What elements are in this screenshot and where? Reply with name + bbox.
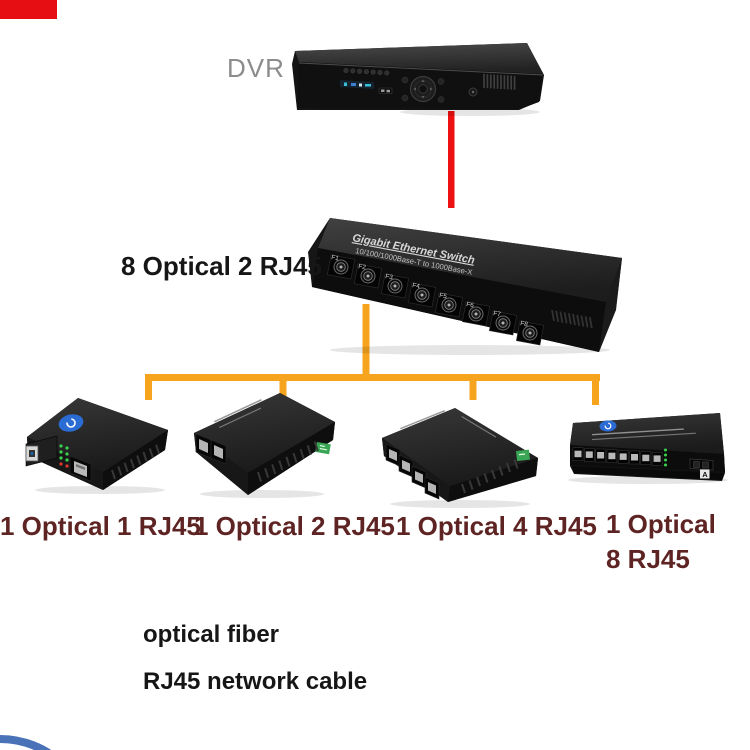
dvr-buttons — [343, 68, 390, 76]
fiber-bar — [145, 374, 600, 381]
optical-port — [25, 435, 58, 467]
rj45-port — [411, 465, 427, 489]
rj45-swatch — [0, 0, 57, 19]
optical-port — [689, 458, 714, 471]
converter-3-label: 1 Optical 4 RJ45 — [396, 511, 597, 541]
converter-1-label: 1 Optical 1 RJ45 — [0, 511, 201, 541]
rj45-port — [398, 454, 414, 478]
dvr-vents — [483, 74, 516, 90]
dvr-display — [340, 80, 374, 89]
dvr-usb-port — [378, 87, 393, 94]
optical-port: F1 — [327, 254, 355, 280]
optical-port: F2 — [354, 263, 382, 289]
converter-vents — [257, 441, 319, 482]
optical-port: F8 — [516, 320, 544, 346]
svg-text:A: A — [702, 470, 708, 479]
main-switch-label: 8 Optical 2 RJ45 — [121, 251, 322, 281]
rj45-port — [69, 455, 92, 482]
fiber-stub — [362, 304, 370, 378]
optical-port: F7 — [489, 310, 517, 336]
main-switch-device: Gigabit Ethernet Switch 10/100/1000Base-… — [308, 218, 622, 355]
converter-vents — [111, 444, 161, 480]
brand-logo-icon — [58, 414, 84, 432]
fiber-legend-label: optical fiber — [143, 621, 280, 648]
svg-text:F7: F7 — [493, 310, 502, 318]
status-leds — [664, 448, 667, 467]
spec-sticker — [315, 442, 331, 455]
fiber-tree — [145, 304, 600, 405]
dvr-jog-dial — [401, 75, 445, 103]
rj45-port — [210, 439, 227, 465]
svg-text:F5: F5 — [439, 292, 448, 300]
top-print-text — [400, 410, 497, 438]
converter-2-device — [194, 393, 335, 498]
converter-4-label-line1: 1 Optical — [606, 509, 716, 539]
switch-optical-ports: F1 F2 F3 — [327, 254, 544, 346]
optical-port: F4 — [408, 282, 436, 308]
svg-text:F8: F8 — [520, 320, 529, 328]
converter-4-device: A — [568, 413, 728, 484]
svg-text:F1: F1 — [331, 254, 340, 262]
rj45-legend-label: RJ45 network cable — [143, 668, 368, 695]
dvr-label: DVR — [227, 53, 285, 83]
top-print-text — [592, 428, 696, 441]
optical-port: F3 — [381, 273, 409, 299]
switch-vents — [551, 309, 593, 329]
svg-text:F4: F4 — [412, 282, 421, 290]
rj45-cable-line — [448, 111, 455, 208]
fiber-drop-3 — [469, 374, 477, 400]
converter-4-label-line2: 8 RJ45 — [606, 544, 690, 574]
brand-logo-icon — [599, 420, 617, 432]
optical-port: F5 — [435, 292, 463, 318]
rj45-port-row — [572, 447, 663, 466]
svg-text:F2: F2 — [358, 263, 367, 271]
fiber-drop-4 — [592, 374, 599, 405]
status-leds — [59, 444, 69, 468]
rj45-port — [424, 476, 440, 500]
svg-text:F6: F6 — [466, 301, 475, 309]
converter-1-device — [25, 398, 168, 494]
fiber-drop-1 — [145, 374, 152, 400]
converter-vents — [461, 459, 519, 494]
svg-text:F3: F3 — [385, 273, 394, 281]
fiber-drop-2 — [279, 374, 287, 398]
port-a-badge: A — [700, 469, 710, 479]
top-print-text — [214, 399, 262, 429]
converter-3-device — [382, 408, 538, 508]
converter-2-label: 1 Optical 2 RJ45 — [194, 511, 395, 541]
optical-port: F6 — [462, 301, 490, 327]
spec-sticker — [516, 449, 530, 461]
dvr-device — [292, 43, 544, 116]
